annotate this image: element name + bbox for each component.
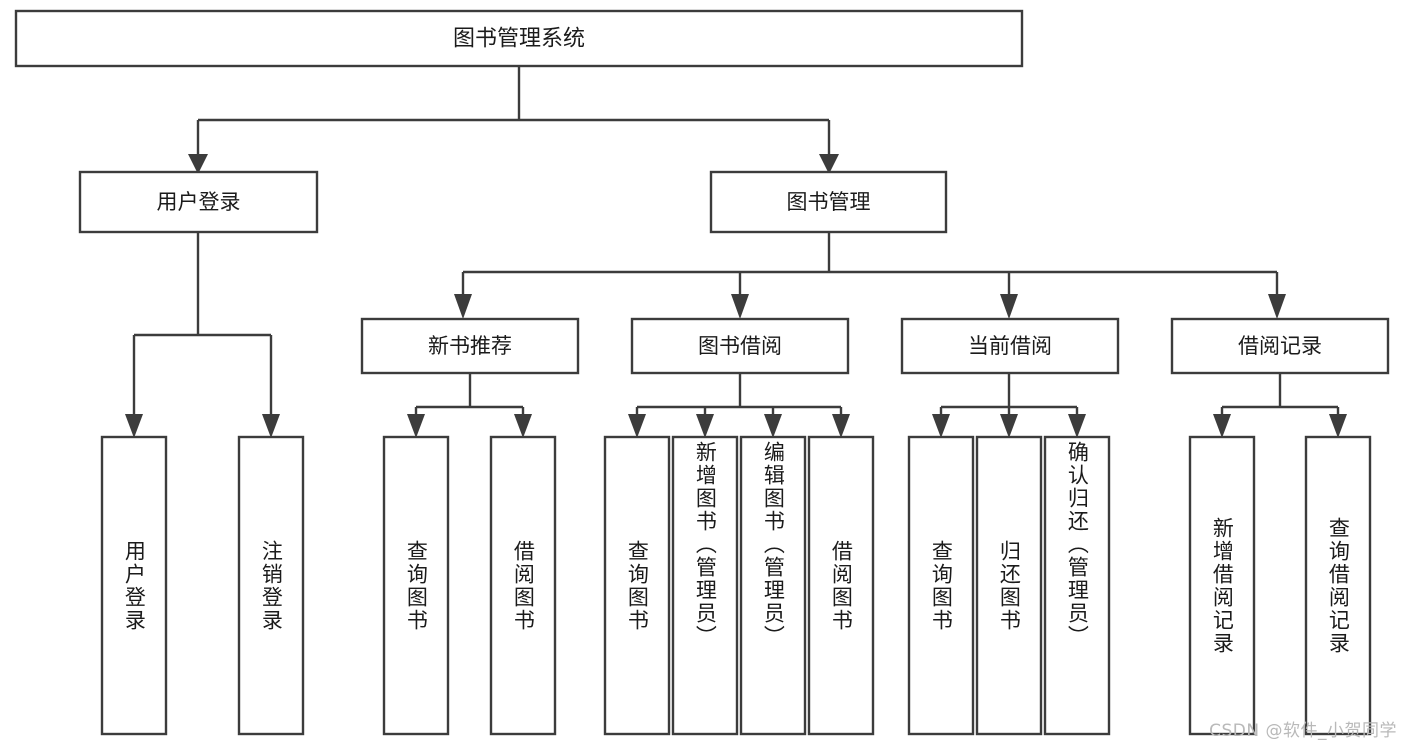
node-new-book-recommend-box bbox=[360, 317, 580, 375]
node-borrow-record[interactable]: 借阅记录 bbox=[1170, 317, 1390, 375]
leaf-box-borrow-record-1[interactable] bbox=[1188, 435, 1256, 736]
node-borrow-record-label: 借阅记录 bbox=[1238, 334, 1322, 358]
node-book-management[interactable]: 图书管理 bbox=[709, 170, 948, 234]
node-user-login[interactable]: 用户登录 bbox=[78, 170, 319, 234]
node-current-borrow-box bbox=[900, 317, 1120, 375]
leaf-box-book-borrow-4[interactable] bbox=[807, 435, 875, 736]
arrow-bookborrow-leaf-2 bbox=[696, 414, 714, 438]
node-current-borrow[interactable]: 当前借阅 bbox=[900, 317, 1120, 375]
node-book-borrow-label: 图书借阅 bbox=[698, 334, 782, 358]
node-root-label: 图书管理系统 bbox=[453, 27, 585, 52]
leaf-box-current-borrow-3[interactable] bbox=[1043, 435, 1111, 736]
arrow-currentborrow-leaf-3 bbox=[1068, 414, 1086, 438]
leaf-box-new-book-1[interactable] bbox=[382, 435, 450, 736]
node-root-box bbox=[14, 9, 1024, 68]
arrow-bookborrow-leaf-3 bbox=[764, 414, 782, 438]
arrow-borrowrecord-leaf-1 bbox=[1213, 414, 1231, 438]
arrow-currentborrow-leaf-2 bbox=[1000, 414, 1018, 438]
leaf-box-book-borrow-2[interactable] bbox=[671, 435, 739, 736]
node-book-borrow-box bbox=[630, 317, 850, 375]
node-new-book-recommend-label: 新书推荐 bbox=[428, 334, 512, 358]
arrow-bm-to-new-book bbox=[454, 294, 472, 319]
leaf-box-book-borrow-3[interactable] bbox=[739, 435, 807, 736]
arrow-bm-to-book-borrow bbox=[731, 294, 749, 319]
arrow-root-to-user-login bbox=[188, 154, 208, 174]
arrow-bm-to-borrow-record bbox=[1268, 294, 1286, 319]
arrow-root-to-book-manage bbox=[819, 154, 839, 174]
leaf-box-new-book-2[interactable] bbox=[489, 435, 557, 736]
arrow-newbook-leaf-1 bbox=[407, 414, 425, 438]
arrow-user-login-leaf-1 bbox=[125, 414, 143, 438]
node-book-management-box bbox=[709, 170, 948, 234]
node-user-login-box bbox=[78, 170, 319, 234]
arrow-borrowrecord-leaf-2 bbox=[1329, 414, 1347, 438]
node-new-book-recommend[interactable]: 新书推荐 bbox=[360, 317, 580, 375]
leaf-box-user-login-2[interactable] bbox=[237, 435, 305, 736]
leaf-box-borrow-record-2[interactable] bbox=[1304, 435, 1372, 736]
arrow-bookborrow-leaf-4 bbox=[832, 414, 850, 438]
node-current-borrow-label: 当前借阅 bbox=[968, 334, 1052, 358]
arrow-newbook-leaf-2 bbox=[514, 414, 532, 438]
node-book-management-label: 图书管理 bbox=[787, 190, 871, 214]
leaf-box-current-borrow-1[interactable] bbox=[907, 435, 975, 736]
arrow-bm-to-current-borrow bbox=[1000, 294, 1018, 319]
leaf-box-layer bbox=[100, 435, 1372, 736]
node-root-library-system[interactable]: 图书管理系统 bbox=[14, 9, 1024, 68]
arrow-user-login-leaf-2 bbox=[262, 414, 280, 438]
csdn-watermark: CSDN @软件_小贺同学 bbox=[1209, 721, 1397, 741]
leaf-box-user-login-1[interactable] bbox=[100, 435, 168, 736]
connector-layer bbox=[125, 66, 1347, 438]
node-borrow-record-box bbox=[1170, 317, 1390, 375]
arrow-bookborrow-leaf-1 bbox=[628, 414, 646, 438]
node-book-borrow[interactable]: 图书借阅 bbox=[630, 317, 850, 375]
arrow-currentborrow-leaf-1 bbox=[932, 414, 950, 438]
leaf-box-current-borrow-2[interactable] bbox=[975, 435, 1043, 736]
leaf-box-book-borrow-1[interactable] bbox=[603, 435, 671, 736]
node-user-login-label: 用户登录 bbox=[157, 190, 241, 214]
